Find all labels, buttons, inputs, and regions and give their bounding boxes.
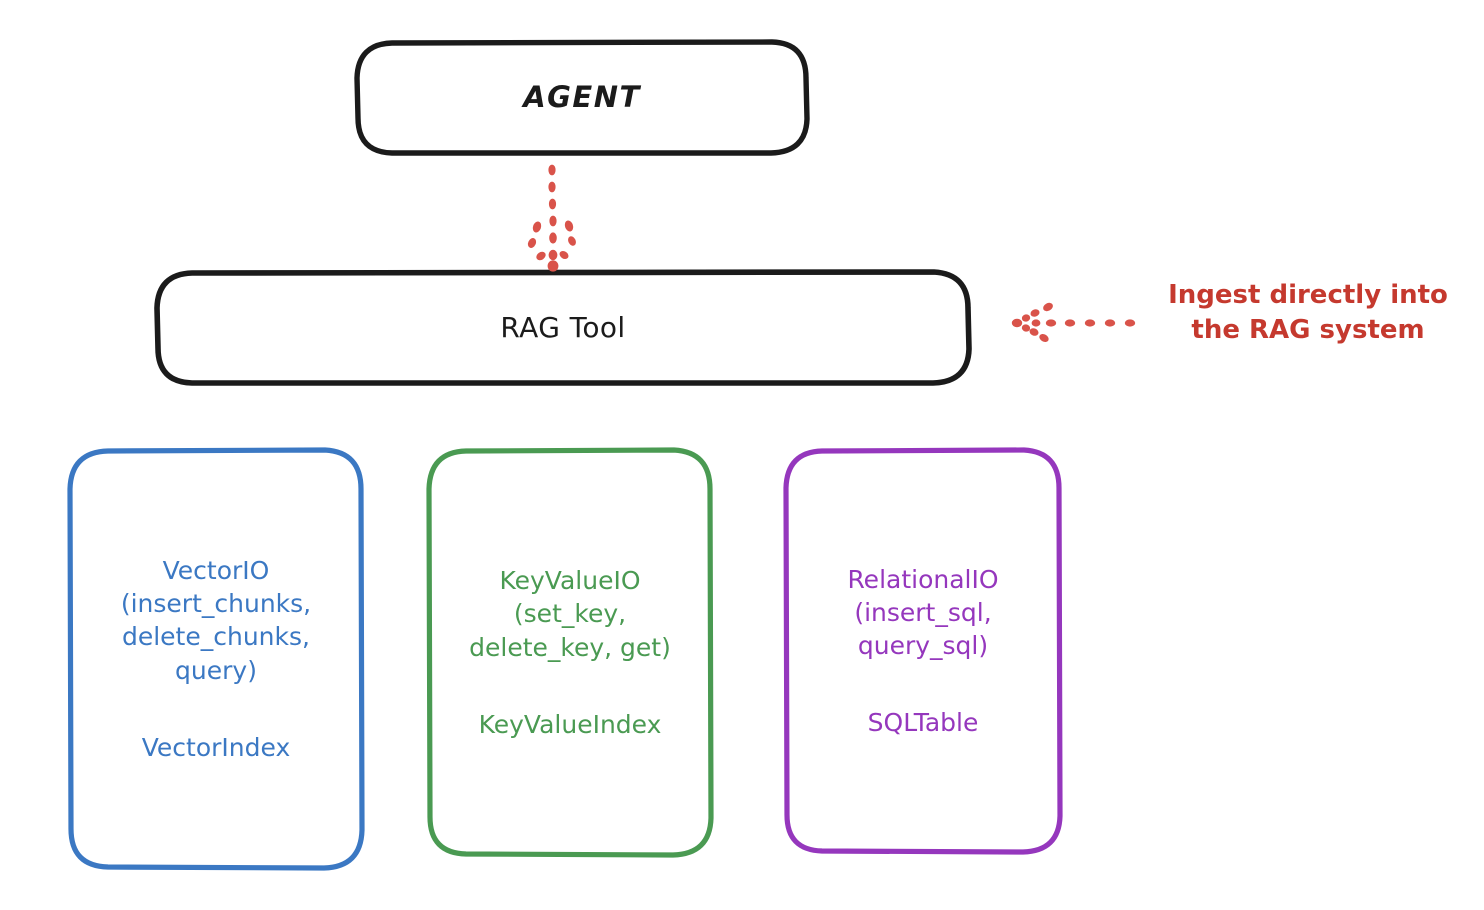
rag-tool-label: RAG Tool xyxy=(500,311,626,345)
vectorio-box-outline xyxy=(67,447,365,871)
relational-io-api-label: RelationalIO (insert_sql, query_sql) xyxy=(847,564,999,661)
ragtool-box-outline xyxy=(154,269,972,386)
node-relational-io[interactable]: RelationalIO (insert_sql, query_sql) SQL… xyxy=(786,450,1060,852)
node-key-value-io[interactable]: KeyValueIO (set_key, delete_key, get) Ke… xyxy=(429,450,711,855)
ingest-annotation-text: Ingest directly into the RAG system xyxy=(1168,280,1448,346)
keyvalueio-box-outline xyxy=(426,447,714,858)
node-agent[interactable]: AGENT xyxy=(357,42,807,154)
vector-io-api-label: VectorIO (insert_chunks, delete_chunks, … xyxy=(120,555,312,685)
key-value-io-api-label: KeyValueIO (set_key, delete_key, get) xyxy=(469,566,671,662)
node-rag-tool[interactable]: RAG Tool xyxy=(157,272,969,384)
relational-io-index-label: SQLTable xyxy=(867,708,979,738)
vector-io-index-label: VectorIndex xyxy=(141,732,291,762)
relationalio-box-outline xyxy=(783,447,1063,855)
ingest-to-ragtool-connector xyxy=(1011,302,1136,342)
node-vector-io[interactable]: VectorIO (insert_chunks, delete_chunks, … xyxy=(70,450,362,868)
agent-to-ragtool-connector xyxy=(527,164,576,272)
agent-label: AGENT xyxy=(523,80,641,115)
key-value-io-index-label: KeyValueIndex xyxy=(478,709,662,739)
agent-box-outline xyxy=(354,39,810,156)
